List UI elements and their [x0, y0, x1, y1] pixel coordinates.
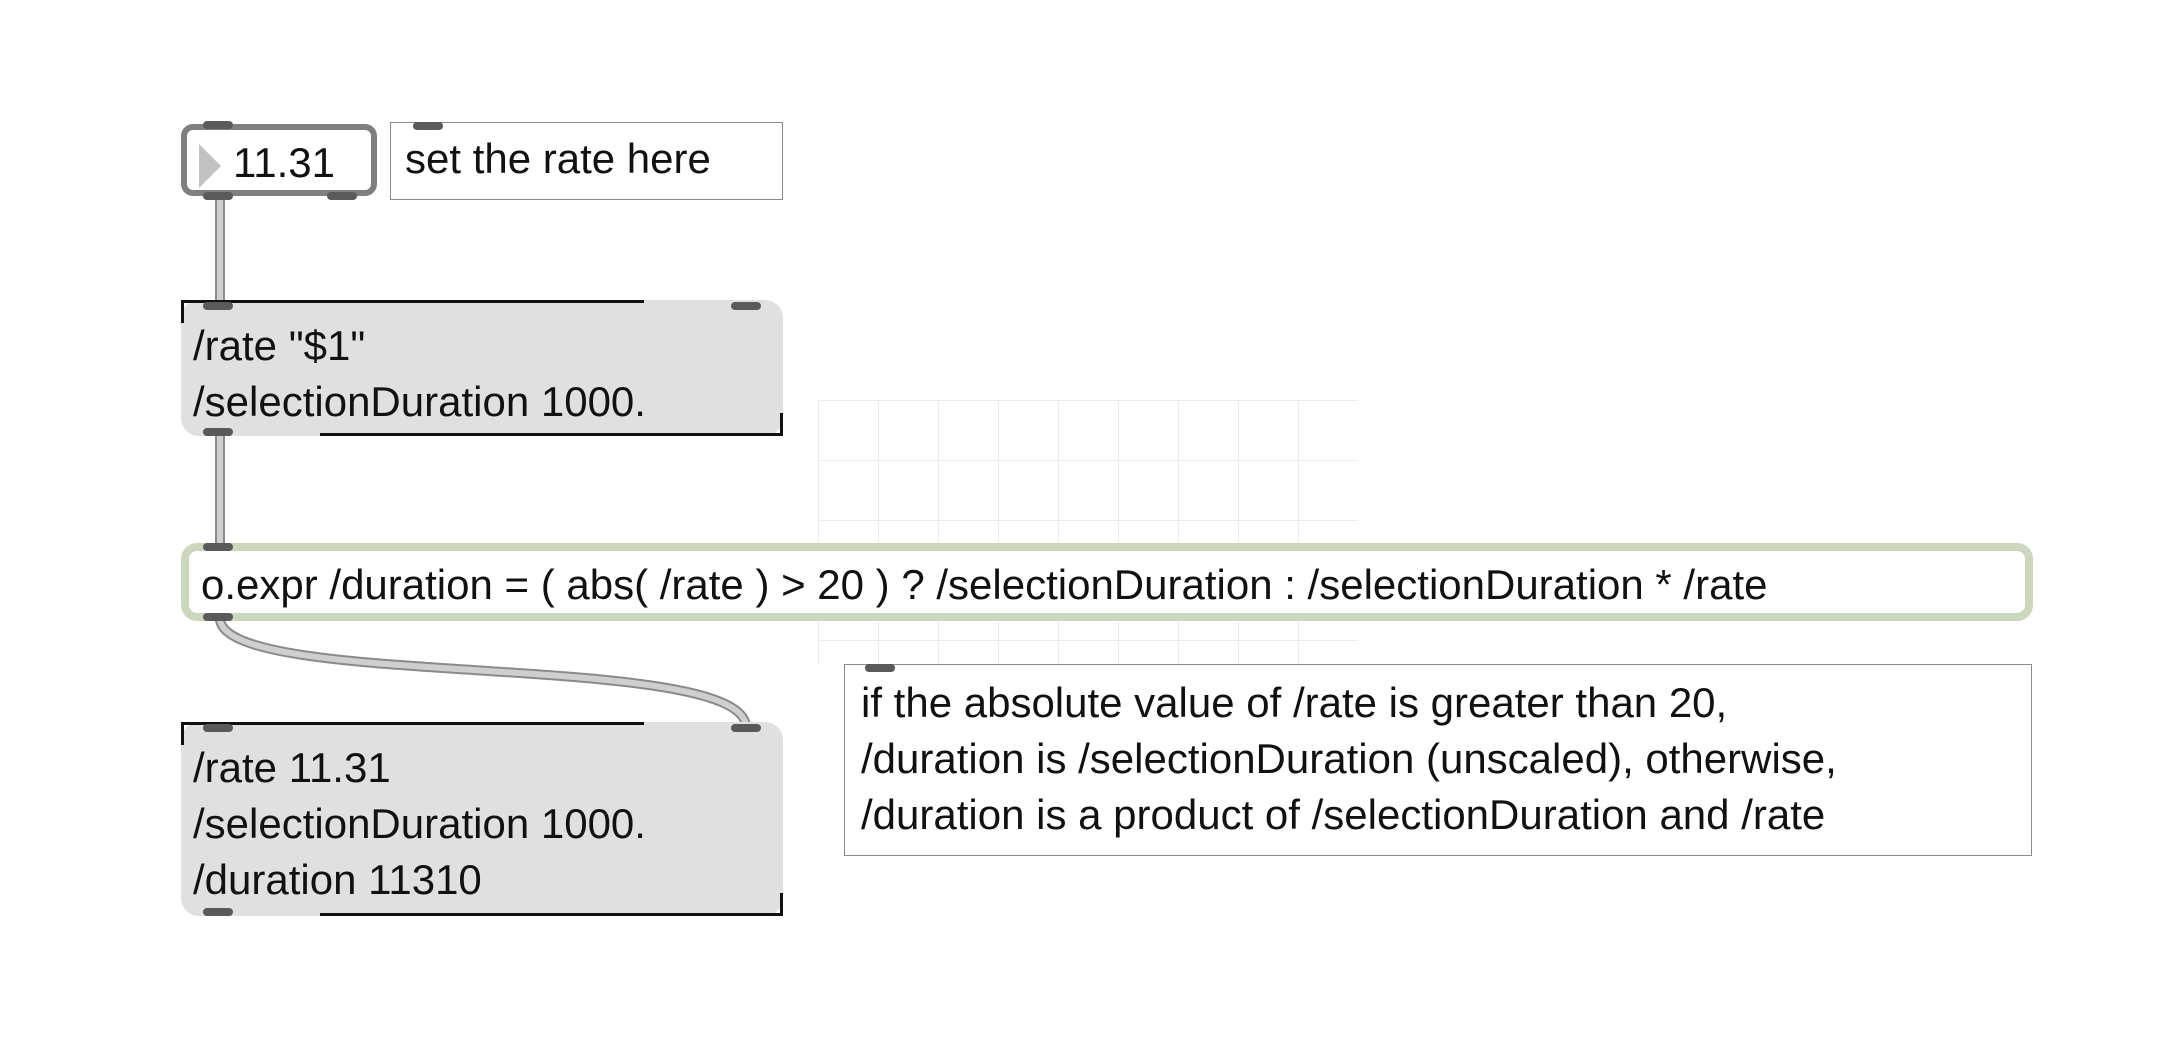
play-triangle-icon: [199, 144, 221, 188]
expr-inlet[interactable]: [203, 543, 233, 551]
message-input-inlet-right[interactable]: [731, 302, 761, 310]
comment-line: if the absolute value of /rate is greate…: [861, 679, 1728, 726]
numbox-inlet[interactable]: [203, 121, 233, 129]
message-output-outlet[interactable]: [203, 908, 233, 916]
message-line: /rate 11.31: [193, 744, 391, 791]
message-output-inlet-right[interactable]: [731, 724, 761, 732]
message-line: /duration 11310: [193, 856, 482, 903]
background-grid: [818, 400, 1358, 664]
message-line: /rate "$1": [193, 322, 366, 369]
float-number-box[interactable]: 11.31: [181, 124, 377, 196]
number-value[interactable]: 11.31: [233, 139, 335, 186]
comment-explanation[interactable]: if the absolute value of /rate is greate…: [844, 664, 2032, 856]
comment-set-rate[interactable]: set the rate here: [390, 122, 783, 200]
numbox-outlet-right[interactable]: [327, 192, 357, 200]
patch-cord-expr-to-output[interactable]: [215, 618, 751, 728]
comment-line: /duration is /selectionDuration (unscale…: [861, 735, 1837, 782]
o-expr-object[interactable]: o.expr /duration = ( abs( /rate ) > 20 )…: [181, 543, 2033, 621]
message-input-inlet-left[interactable]: [203, 302, 233, 310]
message-line: /selectionDuration 1000.: [193, 800, 646, 847]
message-box-input[interactable]: /rate "$1" /selectionDuration 1000.: [181, 300, 783, 436]
comment-text: set the rate here: [405, 135, 711, 182]
expr-outlet[interactable]: [203, 613, 233, 621]
numbox-outlet-left[interactable]: [203, 192, 233, 200]
comment-explanation-inlet[interactable]: [865, 664, 895, 672]
message-output-inlet-left[interactable]: [203, 724, 233, 732]
comment-inlet[interactable]: [413, 122, 443, 130]
message-line: /selectionDuration 1000.: [193, 378, 646, 425]
message-input-outlet[interactable]: [203, 428, 233, 436]
comment-line: /duration is a product of /selectionDura…: [861, 791, 1826, 838]
expr-text: o.expr /duration = ( abs( /rate ) > 20 )…: [201, 561, 1768, 608]
message-box-output[interactable]: /rate 11.31 /selectionDuration 1000. /du…: [181, 722, 783, 916]
